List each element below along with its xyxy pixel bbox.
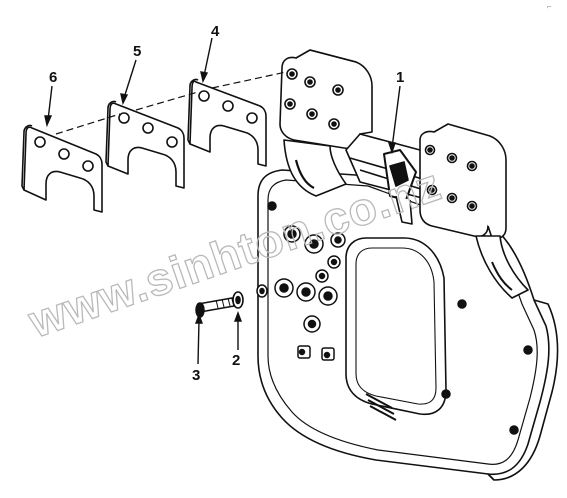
plate-bolt-hole xyxy=(267,201,277,211)
callout-6: 6 xyxy=(49,69,57,86)
plate-fittings xyxy=(256,201,533,435)
boss-fitting xyxy=(296,282,316,302)
boss-fitting xyxy=(283,225,301,243)
plate-bolt-hole xyxy=(523,345,533,355)
boss-fitting xyxy=(274,278,294,298)
callout-3: 3 xyxy=(192,367,200,384)
callout-5: 5 xyxy=(133,43,141,60)
boss-fitting xyxy=(318,286,338,306)
mounting-plate xyxy=(257,169,559,481)
bolt xyxy=(195,297,235,318)
boss-fitting xyxy=(327,255,341,269)
boss-fitting xyxy=(315,269,329,283)
plate-bolt-hole xyxy=(509,425,519,435)
shim-part-6 xyxy=(21,124,103,213)
boss-fitting xyxy=(330,232,346,248)
corner-mark: ⌐ xyxy=(547,2,552,11)
boss-fitting xyxy=(304,234,324,254)
callout-4: 4 xyxy=(211,23,220,40)
boss-fitting xyxy=(303,315,321,333)
plate-bolt-hole xyxy=(457,299,467,309)
washer xyxy=(232,291,244,309)
shim-part-4 xyxy=(187,78,267,167)
callout-leaders xyxy=(44,37,401,365)
plate-bolt-hole xyxy=(441,389,451,399)
alignment-line xyxy=(55,71,287,135)
bracket-assembly xyxy=(279,49,529,299)
callout-1: 1 xyxy=(396,69,404,86)
boss-fitting xyxy=(256,284,268,298)
shim-part-5 xyxy=(105,100,185,189)
callout-2: 2 xyxy=(232,352,240,369)
